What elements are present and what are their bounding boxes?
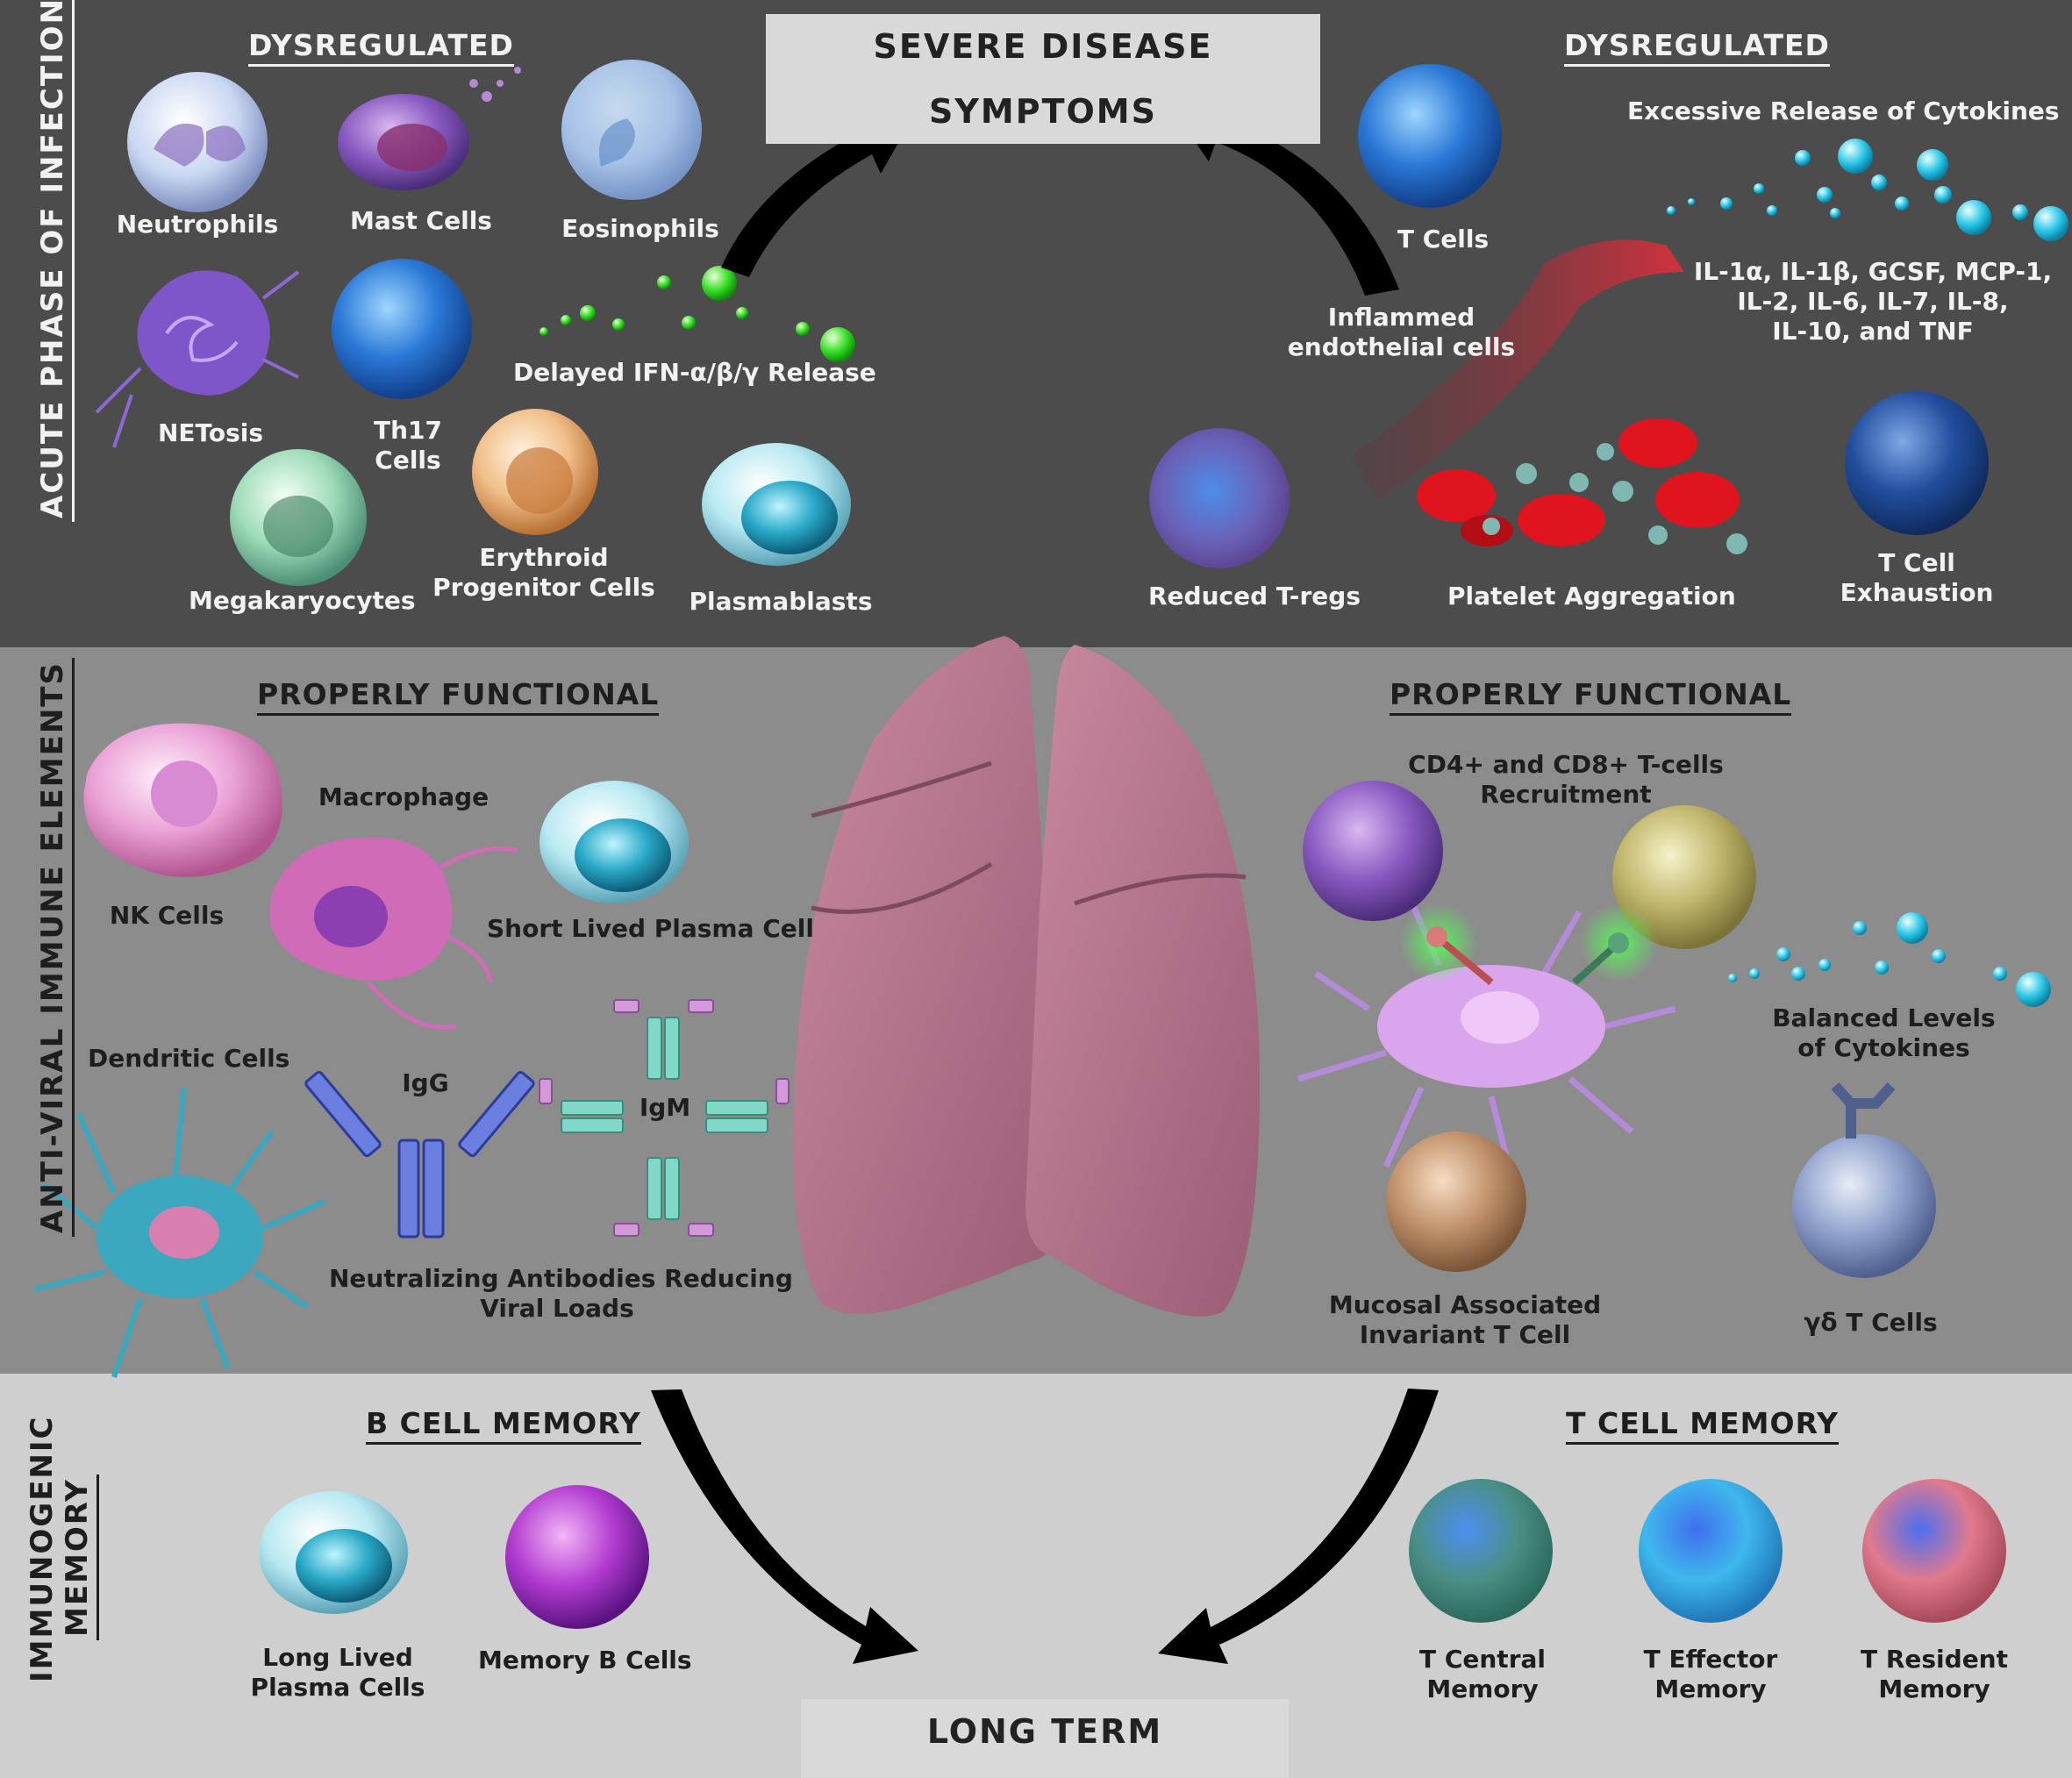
t-central-memory-cell (1409, 1479, 1553, 1623)
macrophage-cell (269, 837, 518, 1030)
erythroid-progenitor-cell (472, 409, 598, 535)
header-dysregulated-right: DYSREGULATED (1564, 28, 1830, 67)
label-eosinophils: Eosinophils (561, 214, 719, 243)
blood-vessel (1351, 239, 1684, 500)
cytokine-particles (1667, 139, 2068, 241)
label-platelet-aggregation: Platelet Aggregation (1447, 582, 1736, 611)
label-neutralizing-antibodies: Neutralizing Antibodies Reducing Viral L… (329, 1264, 793, 1323)
label-short-lived-plasma: Short Lived Plasma Cell (487, 914, 814, 943)
label-memory-b-cells: Memory B Cells (478, 1646, 692, 1674)
short-lived-plasma-cell (539, 781, 689, 903)
activated-dendritic-cell (1297, 902, 1676, 1168)
label-long-lived-plasma: Long Lived Plasma Cells (250, 1643, 425, 1702)
cd8-t-cell (1612, 805, 1756, 949)
label-igg: IgG (402, 1068, 449, 1097)
red-blood-cells (1417, 418, 1740, 546)
label-netosis: NETosis (157, 418, 264, 447)
label-nk-cells: NK Cells (109, 901, 225, 930)
label-balanced-cytokines: Balanced Levels of Cytokines (1772, 1003, 1996, 1062)
label-t-cell-recruitment: CD4+ and CD8+ T-cells Recruitment (1408, 750, 1724, 809)
label-cytokine-release: Excessive Release of Cytokines (1627, 96, 2060, 125)
banner-long-term-protection: LONG TERM PROTECTION (801, 1699, 1289, 1778)
label-cytokine-list: IL-1α, IL-1β, GCSF, MCP-1, IL-2, IL-6, I… (1693, 257, 2053, 346)
label-endothelial: Inflammed endothelial cells (1287, 303, 1516, 361)
t-cell (1358, 64, 1502, 208)
t-resident-memory-cell (1862, 1479, 2006, 1623)
label-gamma-delta: γδ T Cells (1804, 1308, 1938, 1337)
platelets (1483, 443, 1747, 554)
label-erythroid: Erythroid Progenitor Cells (432, 543, 655, 602)
label-t-effector-memory: T Effector Memory (1643, 1645, 1778, 1703)
label-reduced-tregs: Reduced T-regs (1147, 582, 1361, 611)
label-mait: Mucosal Associated Invariant T Cell (1328, 1290, 1602, 1349)
label-ifn-release: Delayed IFN-α/β/γ Release (513, 358, 876, 387)
label-plasmablasts: Plasmablasts (689, 587, 873, 616)
section-label-acute: ACUTE PHASE OF INFECTION (35, 0, 75, 522)
netosis-cell (95, 270, 300, 448)
header-functional-right: PROPERLY FUNCTIONAL (1390, 677, 1792, 716)
ifn-particles (539, 266, 855, 362)
exhausted-t-cell (1845, 391, 1989, 535)
label-neutrophils: Neutrophils (116, 210, 279, 239)
header-functional-left: PROPERLY FUNCTIONAL (257, 677, 660, 716)
header-dysregulated-left: DYSREGULATED (248, 28, 514, 67)
label-th17: Th17 Cells (374, 416, 442, 475)
mast-cell (338, 67, 521, 190)
label-t-resident-memory: T Resident Memory (1860, 1645, 2008, 1703)
label-igm: IgM (639, 1093, 691, 1122)
arrow-to-protection-right (1158, 1389, 1439, 1664)
mait-cell (1386, 1132, 1526, 1272)
receptor-contact-right (1572, 903, 1658, 985)
label-t-central-memory: T Central Memory (1418, 1645, 1546, 1703)
section-label-antiviral: ANTI-VIRAL IMMUNE ELEMENTS (35, 658, 75, 1237)
long-lived-plasma-cell (259, 1491, 408, 1614)
igm-antibody (539, 999, 790, 1237)
eosinophil-cell (561, 60, 702, 200)
label-t-cells: T Cells (1397, 225, 1490, 253)
cd4-t-cell (1303, 781, 1443, 921)
th17-cell (332, 259, 472, 399)
header-t-cell-memory: T CELL MEMORY (1566, 1406, 1840, 1445)
receptor-contact-left (1399, 903, 1494, 986)
label-macrophage: Macrophage (318, 782, 489, 811)
igg-antibody (304, 1070, 535, 1239)
label-t-cell-exhaustion: T Cell Exhaustion (1840, 548, 1994, 607)
nk-cell (83, 723, 282, 877)
gamma-delta-t-cell (1792, 1082, 1936, 1278)
section-label-memory-line2: MEMORY (60, 1475, 99, 1640)
lungs (793, 636, 1261, 1317)
dendritic-cell (34, 1087, 326, 1378)
arrow-to-protection-left (651, 1389, 918, 1664)
t-effector-memory-cell (1639, 1479, 1783, 1623)
header-b-cell-memory: B CELL MEMORY (366, 1406, 641, 1445)
memory-b-cell (505, 1485, 649, 1629)
reduced-treg-cell (1149, 428, 1290, 568)
arrow-to-symptoms-left (721, 112, 916, 277)
neutrophil-cell (127, 72, 268, 212)
balanced-cytokine-particles (1728, 912, 2051, 1007)
label-dendritic-cells: Dendritic Cells (88, 1044, 290, 1073)
label-megakaryocytes: Megakaryocytes (189, 586, 416, 615)
megakaryocyte-cell (230, 449, 367, 586)
banner-severe-symptoms: SEVERE DISEASE SYMPTOMS (766, 14, 1320, 144)
section-label-memory-line1: IMMUNOGENIC (25, 1415, 60, 1682)
plasmablast-cell (702, 443, 851, 566)
label-mast-cells: Mast Cells (350, 206, 492, 235)
